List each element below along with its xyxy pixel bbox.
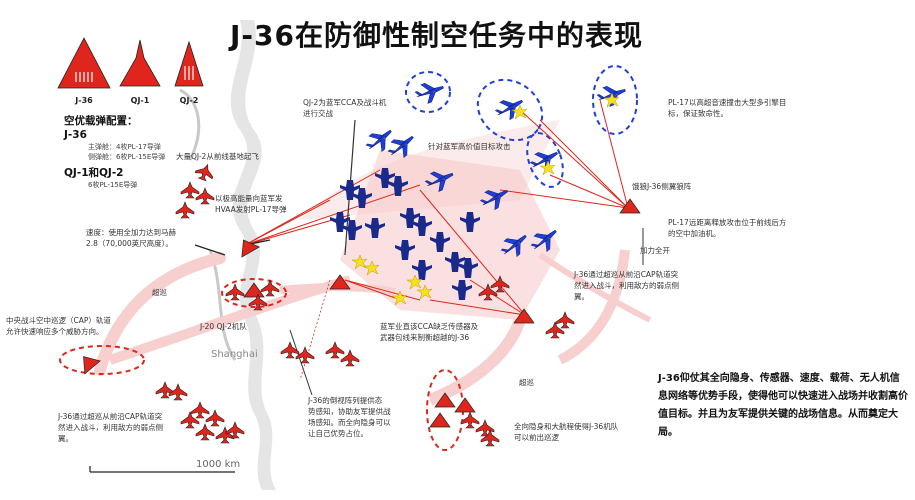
note-pl17-tanker-2: 的空中加油机。 (668, 229, 721, 238)
note-qj2-engage-2: 进行交战 (303, 109, 333, 118)
note-supercruise-right-2: 然进入战斗，利用敌方的弱点侧 (574, 281, 679, 290)
note-speed-2: 2.8（70,000英尺高度）。 (86, 239, 173, 248)
note-supercruise-right-3: 翼。 (574, 292, 589, 301)
supercruise-arc-right (427, 317, 526, 406)
label-formation: J-20 QJ-2机队 (200, 322, 247, 331)
note-supercruise-left-3: 翼。 (58, 434, 73, 443)
bottom-j36-group (429, 392, 500, 447)
label-supercruise-left: 超巡 (152, 288, 167, 297)
coastline (230, 20, 276, 490)
note-hvaa-1: 以极高能量向蓝军发 (215, 194, 283, 203)
page-title: J-36在防御性制空任务中的表现 (230, 19, 644, 52)
note-stealth-range-2: 可以前出巡逻 (514, 433, 559, 442)
lower-left-fighters (155, 381, 245, 444)
label-scale: 1000 km (196, 459, 241, 470)
note-supercruise-left-1: J-36通过超巡从前沿CAP轨道突 (58, 412, 163, 421)
note-takeoff: 大量QJ-2从前线基地起飞 (176, 152, 259, 161)
note-supercruise-right-1: J-36通过超巡从前沿CAP轨道突 (574, 270, 679, 279)
note-cca-gap-1: 蓝军业直该CCA缺乏传感器及 (380, 322, 479, 331)
center-low-fighters (280, 341, 360, 367)
note-cap-1: 中央战斗空中巡逻（CAP）轨道 (6, 316, 111, 325)
config-j36-main: 主弹舱：4枚PL-17导弹 (88, 143, 161, 151)
note-stealth-range-1: 全向隐身和大航程使得J-36机队 (514, 422, 619, 431)
missile-tracks (244, 99, 629, 316)
config-j36-side: 侧弹舱：6枚PL-15E导弹 (88, 153, 166, 161)
summary-text: J-36仰仗其全向隐身、传感器、速度、载荷、无人机信息网络等优势手段，使得他可以… (658, 373, 908, 438)
legend-qj2-icon (174, 40, 204, 87)
note-dispersed-2: 势感知，协助友军提供战 (308, 407, 391, 416)
note-pl17-high-1: PL-17以高超音速撞击大型多引擎目 (668, 98, 787, 107)
note-target-high-value: 针对蓝军高价值目标攻击 (428, 142, 511, 151)
config-qj-label: QJ-1和QJ-2 (64, 167, 124, 179)
note-pl17-tanker-1: PL-17远距离释放攻击位于前线后方 (668, 218, 787, 227)
legend-qj1-label: QJ-1 (130, 96, 150, 105)
note-qj2-engage-1: QJ-2为蓝军CCA及战斗机 (303, 98, 387, 107)
note-hvaa-2: HVAA发射PL-17导弹 (215, 205, 287, 214)
config-j36-label: J-36 (64, 129, 87, 141)
note-dispersed-1: J-36的倒视阵列提供态 (308, 396, 383, 405)
note-pl17-high-2: 标，保证致命性。 (668, 109, 728, 118)
note-afterburner: 加力全开 (640, 246, 670, 255)
note-dispersed-4: 让自己优势占位。 (308, 429, 368, 438)
label-supercruise-right: 超巡 (519, 378, 534, 387)
label-shanghai: Shanghai (211, 349, 258, 360)
legend-qj2-label: QJ-2 (179, 96, 199, 105)
cap-orbit-left-dash (59, 345, 145, 375)
legend-j36-icon (57, 37, 111, 89)
note-dispersed-3: 场感知。而全向隐身可以 (308, 418, 391, 427)
config-qj-load: 6枚PL-15E导弹 (88, 181, 138, 189)
qj2-takeoff-group (175, 161, 217, 219)
note-wolf-pack: 饿狼J-36侧翼狼阵 (632, 182, 692, 191)
config-heading: 空优载弹配置： (64, 115, 138, 127)
note-supercruise-left-2: 然进入战斗，利用敌方的弱点侧 (58, 423, 163, 432)
note-cca-gap-2: 武器包线来制衡超越的J-36 (380, 333, 470, 342)
note-cap-2: 允许快速响应多个威胁方向。 (6, 327, 104, 336)
legend-qj1-icon (119, 39, 161, 87)
legend-j36-label: J-36 (75, 96, 93, 105)
note-speed-1: 速度：使用全加力达到马赫 (86, 228, 176, 237)
